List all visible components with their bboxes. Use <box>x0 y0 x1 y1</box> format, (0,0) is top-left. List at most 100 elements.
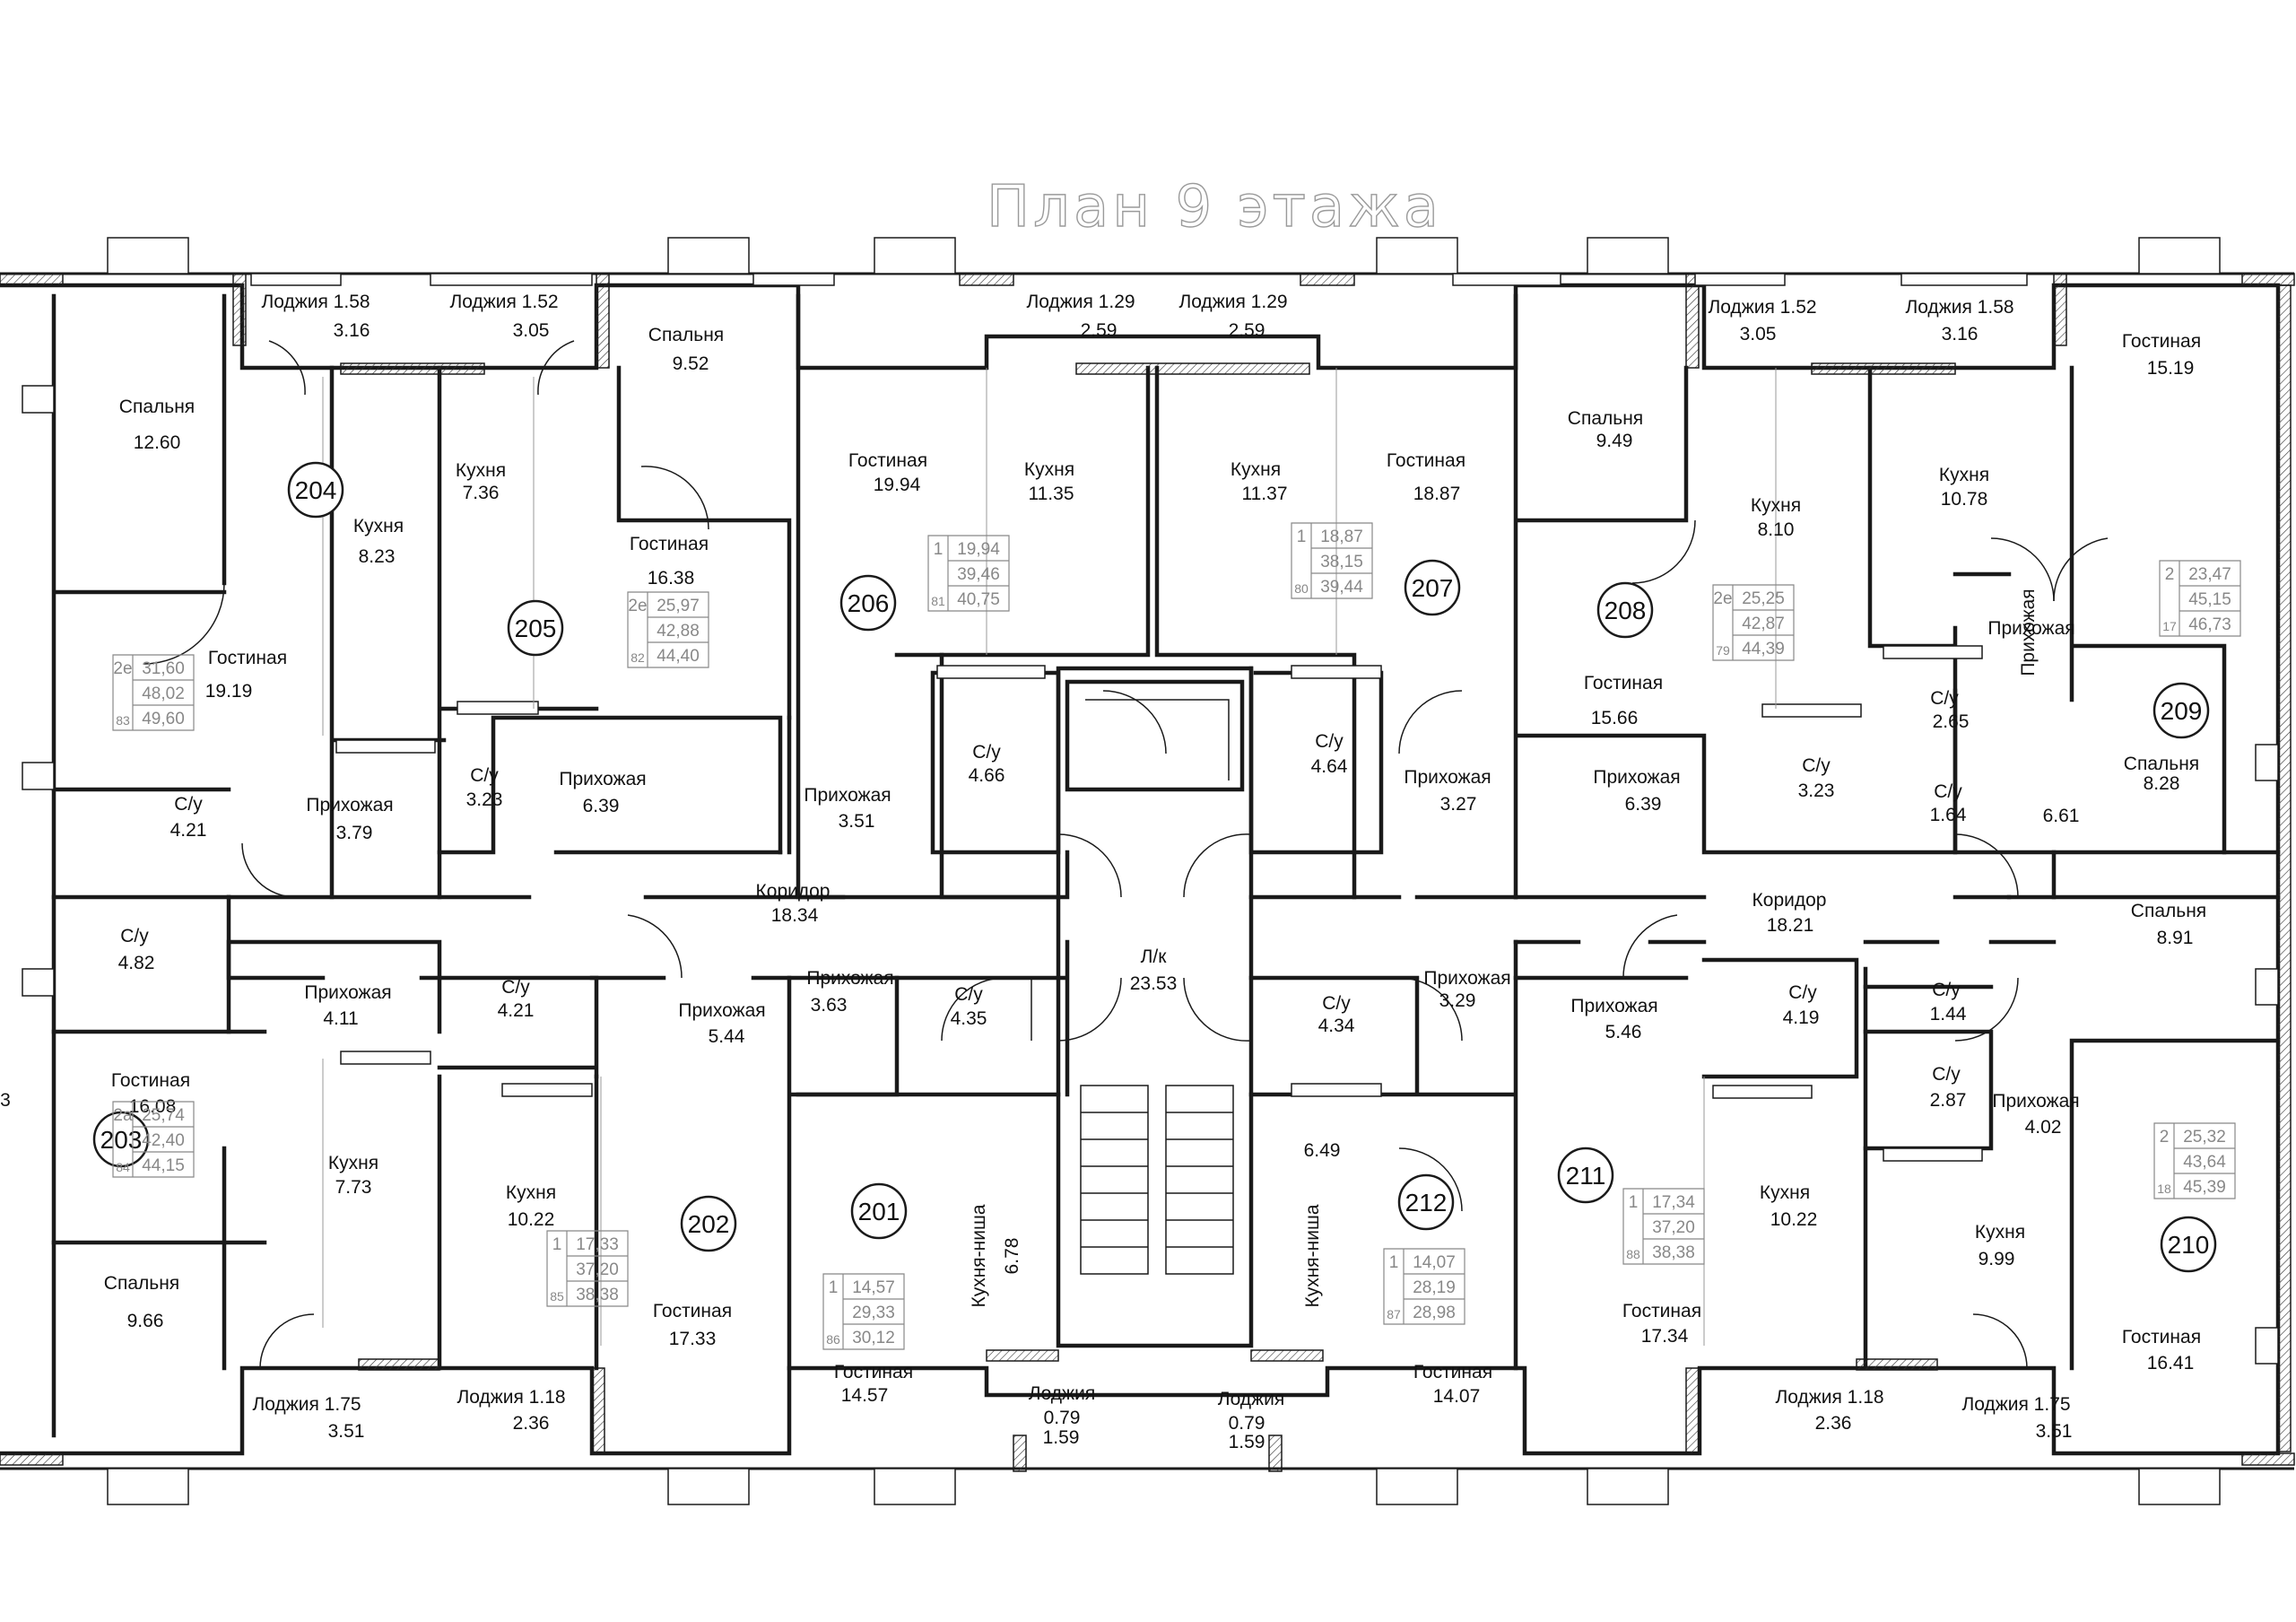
room-label: Прихожая <box>678 1000 765 1021</box>
apartment-number: 202 <box>688 1210 730 1238</box>
room-area: 10.22 <box>508 1209 555 1230</box>
room-area: 4.35 <box>951 1008 987 1029</box>
room-area: 0.79 <box>1044 1408 1081 1428</box>
room-area: 1.44 <box>1930 1004 1967 1025</box>
area-table-cell: 1 <box>1297 528 1307 546</box>
room-label-vertical: Прихожая <box>2018 589 2039 676</box>
area-table-cell: 2е <box>628 597 647 615</box>
apartment-number-circle <box>1404 559 1461 616</box>
room-label: Гостиная <box>630 534 709 554</box>
room-label: Прихожая <box>304 982 391 1003</box>
room-label: Прихожая <box>804 785 891 806</box>
room-label: Прихожая <box>1593 767 1680 788</box>
apartment-number-circle <box>1557 1147 1614 1204</box>
room-area-vertical: 6.78 <box>1002 1238 1022 1275</box>
area-table-cell: 31,60 <box>142 659 185 678</box>
room-label: Коридор <box>756 881 831 902</box>
area-table <box>1712 584 1795 661</box>
area-table <box>1622 1188 1705 1265</box>
room-area: 1.59 <box>1229 1432 1265 1452</box>
room-label: Лоджия <box>1218 1389 1284 1409</box>
area-table-cell: 30,12 <box>852 1329 895 1347</box>
plan-title: План 9 этажа <box>987 174 1442 240</box>
room-label: С/у <box>470 765 499 786</box>
room-area: 2.59 <box>1229 320 1265 341</box>
area-table-cell: 17 <box>2162 619 2177 633</box>
room-area: 14.07 <box>1433 1386 1481 1407</box>
room-label: Прихожая <box>1404 767 1491 788</box>
room-area: 0.79 <box>1229 1413 1265 1434</box>
room-area: 3 <box>0 1090 11 1111</box>
room-label: Кухня <box>1975 1222 2025 1243</box>
area-table-cell: 80 <box>1294 581 1309 596</box>
area-table <box>2159 560 2241 637</box>
apartment-number: 201 <box>858 1198 900 1225</box>
walls <box>0 272 2294 1470</box>
room-area: 8.10 <box>1758 519 1795 540</box>
area-table-cell: 48,02 <box>142 685 185 703</box>
room-area: 2.59 <box>1081 320 1118 341</box>
room-label: С/у <box>1322 993 1351 1014</box>
room-label: Прихожая <box>1570 996 1657 1016</box>
area-table-cell: 28,98 <box>1413 1304 1456 1322</box>
area-table-cell: 85 <box>550 1289 564 1304</box>
area-table-cell: 23,47 <box>2188 565 2231 584</box>
room-area: 3.29 <box>1439 990 1476 1011</box>
apartment-number-circle <box>507 599 564 657</box>
room-area: 2.36 <box>1815 1413 1852 1434</box>
apartment-number-circle <box>2160 1216 2217 1273</box>
room-area: 2.65 <box>1933 711 1970 732</box>
room-area: 10.78 <box>1941 489 1988 510</box>
room-label-vertical: Кухня-ниша <box>969 1204 989 1307</box>
room-area: 10.22 <box>1770 1209 1818 1230</box>
room-area: 6.61 <box>2043 806 2080 826</box>
room-label: С/у <box>120 926 149 946</box>
room-area: 19.94 <box>874 475 921 495</box>
area-table-cell: 29,33 <box>852 1304 895 1322</box>
room-area: 23.53 <box>1130 973 1178 994</box>
apartment-number: 208 <box>1605 597 1647 624</box>
area-table <box>112 654 195 731</box>
room-label: С/у <box>1932 980 1961 1000</box>
room-area: 4.34 <box>1318 1016 1355 1036</box>
area-table-cell: 1 <box>1389 1253 1399 1272</box>
area-table-cell: 46,73 <box>2188 615 2231 634</box>
room-label: Гостиная <box>834 1362 913 1382</box>
area-table-cell: 81 <box>931 594 945 608</box>
area-table <box>2153 1122 2236 1199</box>
room-label: Лоджия 1.29 <box>1026 292 1135 312</box>
apartment-number: 203 <box>100 1126 143 1154</box>
room-area: 6.49 <box>1304 1140 1341 1161</box>
room-area: 12.60 <box>134 432 181 453</box>
area-table-cell: 87 <box>1387 1307 1401 1321</box>
room-area: 3.16 <box>1942 324 1979 344</box>
room-area: 15.19 <box>2147 358 2195 379</box>
area-table-cell: 37,20 <box>576 1260 619 1279</box>
room-label: Кухня <box>1024 459 1074 480</box>
room-label: Спальня <box>104 1273 179 1294</box>
room-area: 11.37 <box>1242 484 1288 504</box>
room-label: С/у <box>972 742 1001 763</box>
area-table-cell: 25,25 <box>1742 589 1785 608</box>
room-area: 4.11 <box>323 1008 358 1029</box>
room-label: Гостиная <box>653 1301 732 1321</box>
room-label: Спальня <box>2124 754 2199 774</box>
room-label: Прихожая <box>306 795 393 815</box>
thin-lines <box>322 368 1777 1346</box>
room-label: Гостиная <box>1387 450 1465 471</box>
area-table <box>1383 1248 1465 1325</box>
area-table-cell: 18,87 <box>1320 528 1363 546</box>
room-label: С/у <box>1930 688 1959 709</box>
area-table-cell: 2 <box>2165 565 2175 584</box>
area-table-cell: 2е <box>1713 589 1732 608</box>
area-table-cell: 83 <box>116 713 130 728</box>
room-label: Кухня <box>1231 459 1281 480</box>
room-label: С/у <box>1934 781 1962 802</box>
room-label: Коридор <box>1752 890 1827 911</box>
room-label: Лоджия 1.58 <box>1905 297 2013 318</box>
